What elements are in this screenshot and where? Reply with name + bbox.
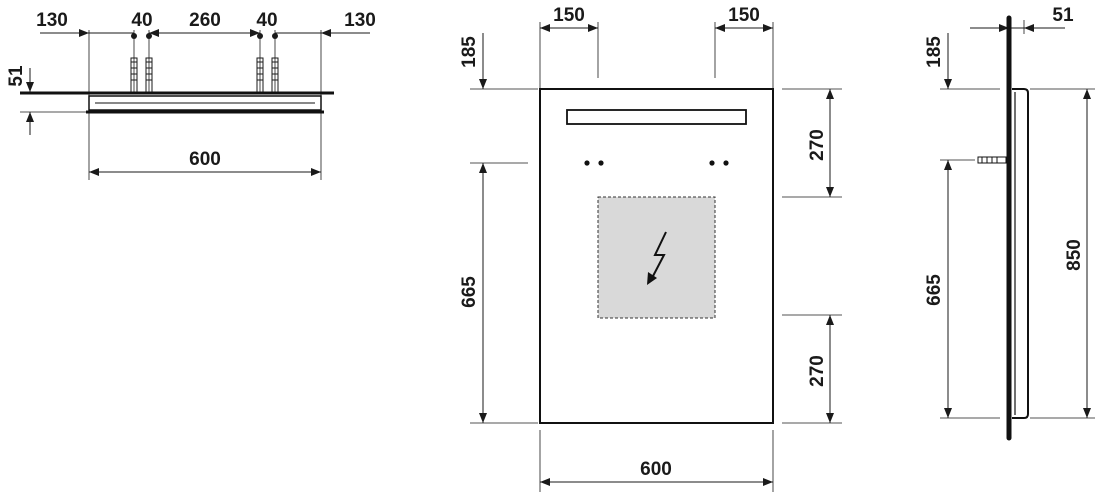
side-view: 51 185 665 850 — [924, 5, 1095, 441]
side-wall-anchor — [977, 156, 1007, 164]
dim-anchor-spacing: 260 — [189, 10, 221, 31]
dim-side-depth: 51 — [1052, 5, 1074, 26]
dim-right-margin: 130 — [344, 10, 376, 31]
dim-top-left-offset: 150 — [553, 5, 585, 26]
mirror-side-profile — [1012, 88, 1029, 419]
dim-side-lower-height: 665 — [924, 274, 945, 306]
light-bar — [566, 109, 747, 125]
lightning-bolt-icon — [647, 231, 667, 285]
dim-anchor-right: 40 — [256, 10, 277, 31]
dim-top-right-offset: 150 — [728, 5, 760, 26]
front-view: 150 150 185 665 270 270 600 — [459, 5, 842, 492]
dim-right-lower: 270 — [807, 355, 828, 387]
dim-width: 600 — [189, 149, 221, 170]
dim-right-upper: 270 — [807, 129, 828, 161]
dim-left-margin: 130 — [36, 10, 68, 31]
dim-lower-height: 665 — [459, 276, 480, 308]
dim-depth: 51 — [6, 65, 27, 87]
dim-bottom-width: 600 — [640, 459, 672, 480]
mirror-plan-outline — [20, 91, 334, 114]
mounting-points — [584, 160, 729, 166]
electrical-connection-zone — [597, 196, 716, 319]
top-view: 130 40 260 40 130 — [6, 10, 376, 180]
dim-total-height: 850 — [1064, 239, 1085, 271]
dim-side-top-height: 185 — [924, 36, 945, 68]
dim-anchor-left: 40 — [131, 10, 152, 31]
dim-top-height: 185 — [459, 36, 480, 68]
mirror-front-outline — [539, 88, 774, 424]
